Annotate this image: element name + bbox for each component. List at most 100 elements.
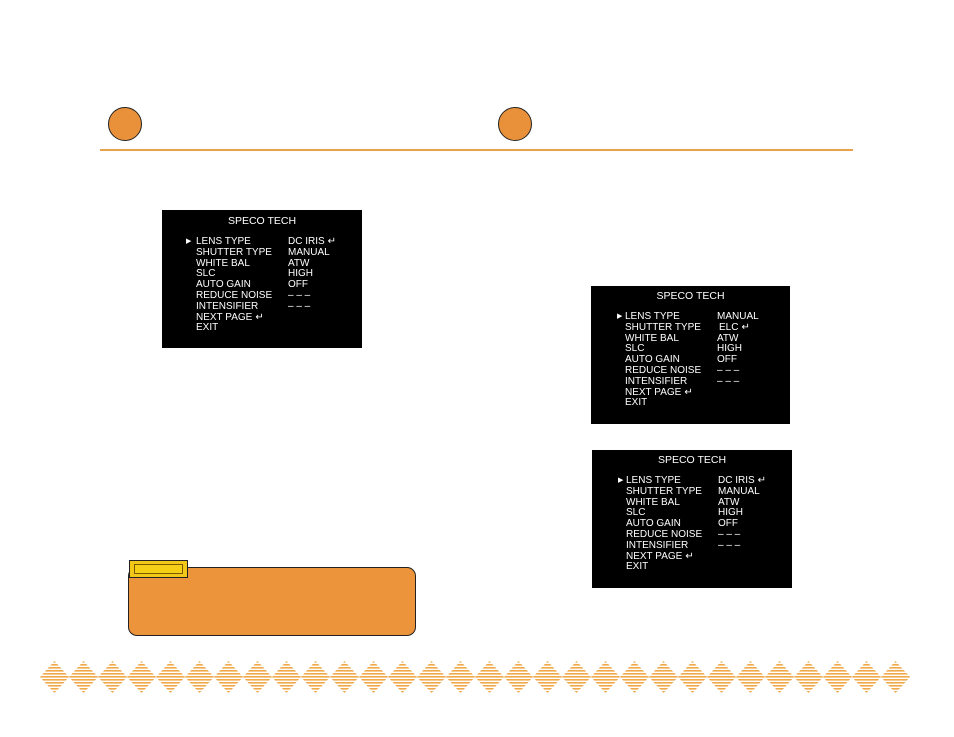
osd-value-shutter: ELC↵: [717, 321, 759, 334]
enter-arrow-icon: ↵: [685, 550, 694, 562]
osd-label: AUTO GAIN: [196, 279, 251, 291]
diamond-ornament: [301, 661, 330, 693]
note-tab-inner: [134, 564, 183, 574]
osd-label: NEXT PAGE: [625, 386, 682, 398]
osd-value: MANUAL: [288, 246, 330, 258]
osd-value-lens: DC IRIS↵: [718, 475, 767, 487]
osd-value: DC IRIS: [718, 475, 755, 486]
osd-title: SPECO TECH: [657, 454, 727, 466]
diamond-ornament: [330, 661, 359, 693]
osd-label-next-page: NEXT PAGE↵: [196, 311, 272, 324]
diamond-ornament: [40, 661, 69, 693]
osd-label: NEXT PAGE: [196, 311, 253, 323]
osd-label: SLC: [626, 507, 646, 519]
osd-labels: LENS TYPE SHUTTER TYPE WHITE BAL SLC AUT…: [196, 236, 273, 334]
osd-value: ATW: [288, 257, 310, 269]
note-tab: [129, 560, 188, 578]
section-marker-left-icon: [108, 107, 142, 141]
osd-value: OFF: [718, 518, 738, 530]
osd-labels: LENS TYPE SHUTTER TYPE WHITE BAL SLC AUT…: [625, 311, 702, 409]
osd-label: SLC: [196, 268, 216, 280]
osd-label: WHITE BAL: [196, 257, 250, 269]
diamond-ornament: [214, 661, 243, 693]
diamond-ornament: [736, 661, 765, 693]
osd-label: REDUCE NOISE: [196, 289, 273, 301]
osd-label: EXIT: [626, 561, 649, 573]
osd-label: LENS TYPE: [196, 236, 251, 247]
osd-value: ATW: [717, 332, 739, 344]
osd-label: LENS TYPE: [625, 311, 680, 322]
osd-label: WHITE BAL: [625, 332, 679, 344]
osd-label: NEXT PAGE: [626, 550, 683, 562]
diamond-ornament: [156, 661, 185, 693]
header-divider: [100, 149, 853, 151]
diamond-ornament: [620, 661, 649, 693]
triangle-cursor-icon: ▶: [186, 238, 192, 245]
osd-menu-right-top: SPECO TECH ▶ LENS TYPE SHUTTER TYPE WHIT…: [591, 286, 790, 424]
osd-label: EXIT: [625, 397, 648, 409]
osd-value: OFF: [717, 354, 737, 366]
osd-label: SHUTTER TYPE: [196, 246, 272, 258]
osd-value: – – –: [718, 539, 741, 551]
diamond-ornament: [185, 661, 214, 693]
diamond-ornament: [475, 661, 504, 693]
osd-title: SPECO TECH: [656, 290, 725, 302]
osd-value-lens: DC IRIS↵: [288, 236, 337, 248]
diamond-ornament: [127, 661, 156, 693]
diamond-border-pattern: [40, 661, 910, 693]
diamond-ornament: [388, 661, 417, 693]
osd-label: SHUTTER TYPE: [625, 321, 701, 333]
osd-label: EXIT: [196, 322, 219, 334]
osd-label: INTENSIFIER: [196, 300, 259, 312]
diamond-ornament: [98, 661, 127, 693]
osd-label: SHUTTER TYPE: [626, 485, 702, 497]
enter-arrow-icon: ↵: [327, 236, 337, 247]
osd-value: HIGH: [288, 268, 313, 280]
osd-value: ELC: [719, 321, 739, 333]
osd-label: WHITE BAL: [626, 496, 680, 508]
diamond-ornament: [591, 661, 620, 693]
osd-value: OFF: [288, 279, 308, 291]
diamond-ornament: [649, 661, 678, 693]
osd-value: – – –: [288, 289, 311, 301]
osd-menu-right-bottom: SPECO TECH ▶ LENS TYPE SHUTTER TYPE WHIT…: [592, 450, 792, 588]
osd-value: – – –: [718, 528, 741, 540]
osd-values: DC IRIS↵ MANUAL ATW HIGH OFF – – – – – –: [288, 236, 337, 313]
triangle-cursor-icon: ▶: [618, 477, 624, 484]
diamond-ornament: [359, 661, 388, 693]
diamond-ornament: [417, 661, 446, 693]
enter-arrow-icon: ↵: [757, 475, 767, 486]
diamond-ornament: [243, 661, 272, 693]
osd-label: INTENSIFIER: [626, 539, 689, 551]
osd-value: HIGH: [718, 507, 743, 519]
diamond-ornament: [707, 661, 736, 693]
diamond-ornament: [272, 661, 301, 693]
osd-values: MANUAL ELC↵ ATW HIGH OFF – – – – – –: [717, 311, 759, 388]
osd-value: – – –: [717, 375, 740, 387]
diamond-ornament: [852, 661, 881, 693]
enter-arrow-icon: ↵: [255, 311, 264, 323]
osd-label: INTENSIFIER: [625, 375, 688, 387]
osd-label: LENS TYPE: [626, 475, 681, 486]
triangle-cursor-icon: ▶: [617, 313, 623, 320]
osd-labels: LENS TYPE SHUTTER TYPE WHITE BAL SLC AUT…: [626, 475, 703, 573]
diamond-ornament: [823, 661, 852, 693]
osd-label-next-page: NEXT PAGE↵: [625, 386, 701, 399]
osd-value: – – –: [288, 300, 311, 312]
osd-value: HIGH: [717, 343, 742, 355]
osd-label: REDUCE NOISE: [626, 528, 703, 540]
osd-value: – – –: [717, 364, 740, 376]
osd-values: DC IRIS↵ MANUAL ATW HIGH OFF – – – – – –: [718, 475, 767, 552]
enter-arrow-icon: ↵: [741, 321, 750, 333]
osd-label: REDUCE NOISE: [625, 364, 702, 376]
osd-label: SLC: [625, 343, 645, 355]
diamond-ornament: [69, 661, 98, 693]
osd-title: SPECO TECH: [227, 215, 297, 227]
osd-label-next-page: NEXT PAGE↵: [626, 550, 702, 563]
osd-value: MANUAL: [717, 311, 759, 322]
diamond-ornament: [504, 661, 533, 693]
osd-menu-left: SPECO TECH ▶ LENS TYPE SHUTTER TYPE WHIT…: [162, 210, 362, 348]
osd-value: MANUAL: [718, 485, 760, 497]
note-callout: [128, 567, 416, 636]
diamond-ornament: [446, 661, 475, 693]
